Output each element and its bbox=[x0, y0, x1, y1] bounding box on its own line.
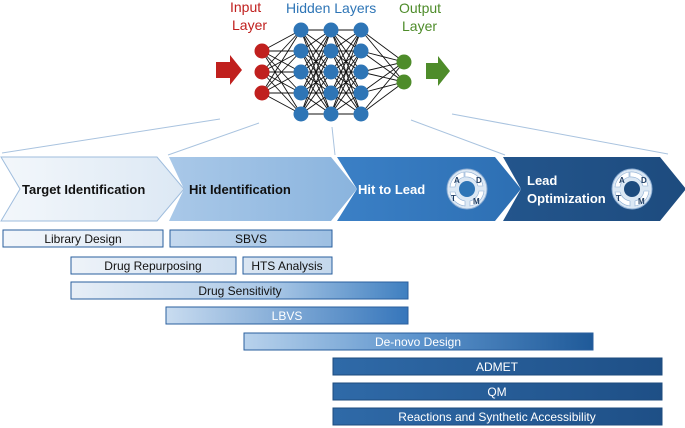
pipeline-stages: Target Identification Hit Identification… bbox=[0, 156, 685, 222]
hidden-node bbox=[353, 22, 369, 38]
stage-label: Lead bbox=[527, 173, 557, 188]
network-edge bbox=[261, 29, 302, 73]
input-node bbox=[254, 64, 270, 80]
task-drug-sensitivity: Drug Sensitivity bbox=[70, 281, 409, 300]
hidden-node bbox=[323, 43, 339, 59]
network-edge bbox=[300, 50, 332, 115]
output-node bbox=[396, 54, 412, 70]
output-layer-label: Layer bbox=[402, 18, 437, 34]
dmta-cycle-icon: A D T M bbox=[611, 168, 653, 210]
svg-text:Library Design: Library Design bbox=[44, 232, 121, 246]
hidden-node bbox=[293, 85, 309, 101]
svg-text:De-novo Design: De-novo Design bbox=[375, 335, 461, 349]
stage-label: Optimization bbox=[527, 191, 606, 206]
svg-text:Drug Repurposing: Drug Repurposing bbox=[104, 259, 201, 273]
task-de-novo-design: De-novo Design bbox=[243, 332, 594, 351]
hidden-node bbox=[353, 43, 369, 59]
output-layer-label: Output bbox=[399, 0, 441, 16]
task-bars: Library Design SBVS Drug Repurposing HTS… bbox=[2, 229, 663, 426]
hidden-node bbox=[353, 85, 369, 101]
hidden-node bbox=[293, 106, 309, 122]
stage-hit-identification bbox=[169, 157, 357, 221]
stage-lead-optimization bbox=[503, 157, 685, 221]
hidden-node bbox=[323, 106, 339, 122]
network-edge bbox=[261, 50, 302, 94]
network-edge bbox=[300, 71, 332, 115]
task-hts-analysis: HTS Analysis bbox=[242, 256, 333, 275]
output-node bbox=[396, 74, 412, 90]
task-sbvs: SBVS bbox=[169, 229, 333, 248]
network-edge bbox=[300, 29, 332, 94]
network-edge bbox=[330, 29, 362, 94]
output-arrow-icon bbox=[426, 56, 450, 86]
network-edge bbox=[360, 81, 405, 115]
hidden-node bbox=[293, 43, 309, 59]
hidden-node bbox=[353, 106, 369, 122]
task-lbvs: LBVS bbox=[165, 306, 409, 325]
hidden-layers-label: Hidden Layers bbox=[286, 0, 376, 16]
network-edge bbox=[330, 50, 362, 115]
output-layer bbox=[396, 54, 412, 90]
svg-text:T: T bbox=[451, 194, 456, 203]
network-edge bbox=[300, 29, 332, 73]
stage-label: Hit to Lead bbox=[358, 182, 425, 197]
input-node bbox=[254, 43, 270, 59]
svg-text:D: D bbox=[641, 176, 647, 185]
input-layer-label: Layer bbox=[232, 17, 267, 33]
hidden-node bbox=[293, 64, 309, 80]
network-edge bbox=[330, 71, 362, 115]
svg-text:M: M bbox=[638, 197, 645, 206]
svg-text:A: A bbox=[619, 176, 625, 185]
network-edge bbox=[360, 29, 405, 83]
network-edge bbox=[360, 61, 405, 94]
svg-text:HTS Analysis: HTS Analysis bbox=[251, 259, 322, 273]
stage-label: Target Identification bbox=[22, 182, 145, 197]
svg-text:A: A bbox=[454, 176, 460, 185]
task-drug-repurposing: Drug Repurposing bbox=[70, 256, 237, 275]
stage-label: Hit Identification bbox=[189, 182, 291, 197]
task-library-design: Library Design bbox=[2, 229, 164, 248]
hidden-node bbox=[323, 22, 339, 38]
input-layer-label: Input bbox=[230, 0, 261, 15]
hidden-node bbox=[293, 22, 309, 38]
network-edge bbox=[360, 29, 405, 63]
network-edge bbox=[360, 61, 405, 115]
svg-text:LBVS: LBVS bbox=[272, 309, 303, 323]
hidden-node bbox=[323, 85, 339, 101]
input-node bbox=[254, 85, 270, 101]
network-edge bbox=[300, 29, 332, 115]
network-edge bbox=[360, 50, 405, 83]
input-layer bbox=[254, 43, 270, 101]
svg-text:SBVS: SBVS bbox=[235, 232, 267, 246]
network-edge bbox=[330, 29, 362, 73]
stage-target-identification bbox=[0, 156, 185, 222]
task-admet: ADMET bbox=[332, 357, 663, 376]
projection-lines bbox=[1, 113, 669, 156]
svg-text:T: T bbox=[616, 194, 621, 203]
input-arrow-icon bbox=[216, 55, 242, 85]
svg-text:QM: QM bbox=[487, 385, 506, 399]
network-edge bbox=[261, 29, 302, 94]
task-reactions-synthetic-accessibility: Reactions and Synthetic Accessibility bbox=[332, 407, 663, 426]
task-qm: QM bbox=[332, 382, 663, 401]
svg-text:D: D bbox=[476, 176, 482, 185]
svg-text:M: M bbox=[473, 197, 480, 206]
network-edge bbox=[330, 29, 362, 115]
svg-text:ADMET: ADMET bbox=[476, 360, 519, 374]
hidden-node bbox=[323, 64, 339, 80]
svg-text:Drug Sensitivity: Drug Sensitivity bbox=[198, 284, 281, 298]
dmta-cycle-icon: A D T M bbox=[446, 168, 488, 210]
hidden-node bbox=[353, 64, 369, 80]
svg-text:Reactions and Synthetic Access: Reactions and Synthetic Accessibility bbox=[398, 410, 595, 424]
hidden-layers bbox=[293, 22, 369, 122]
